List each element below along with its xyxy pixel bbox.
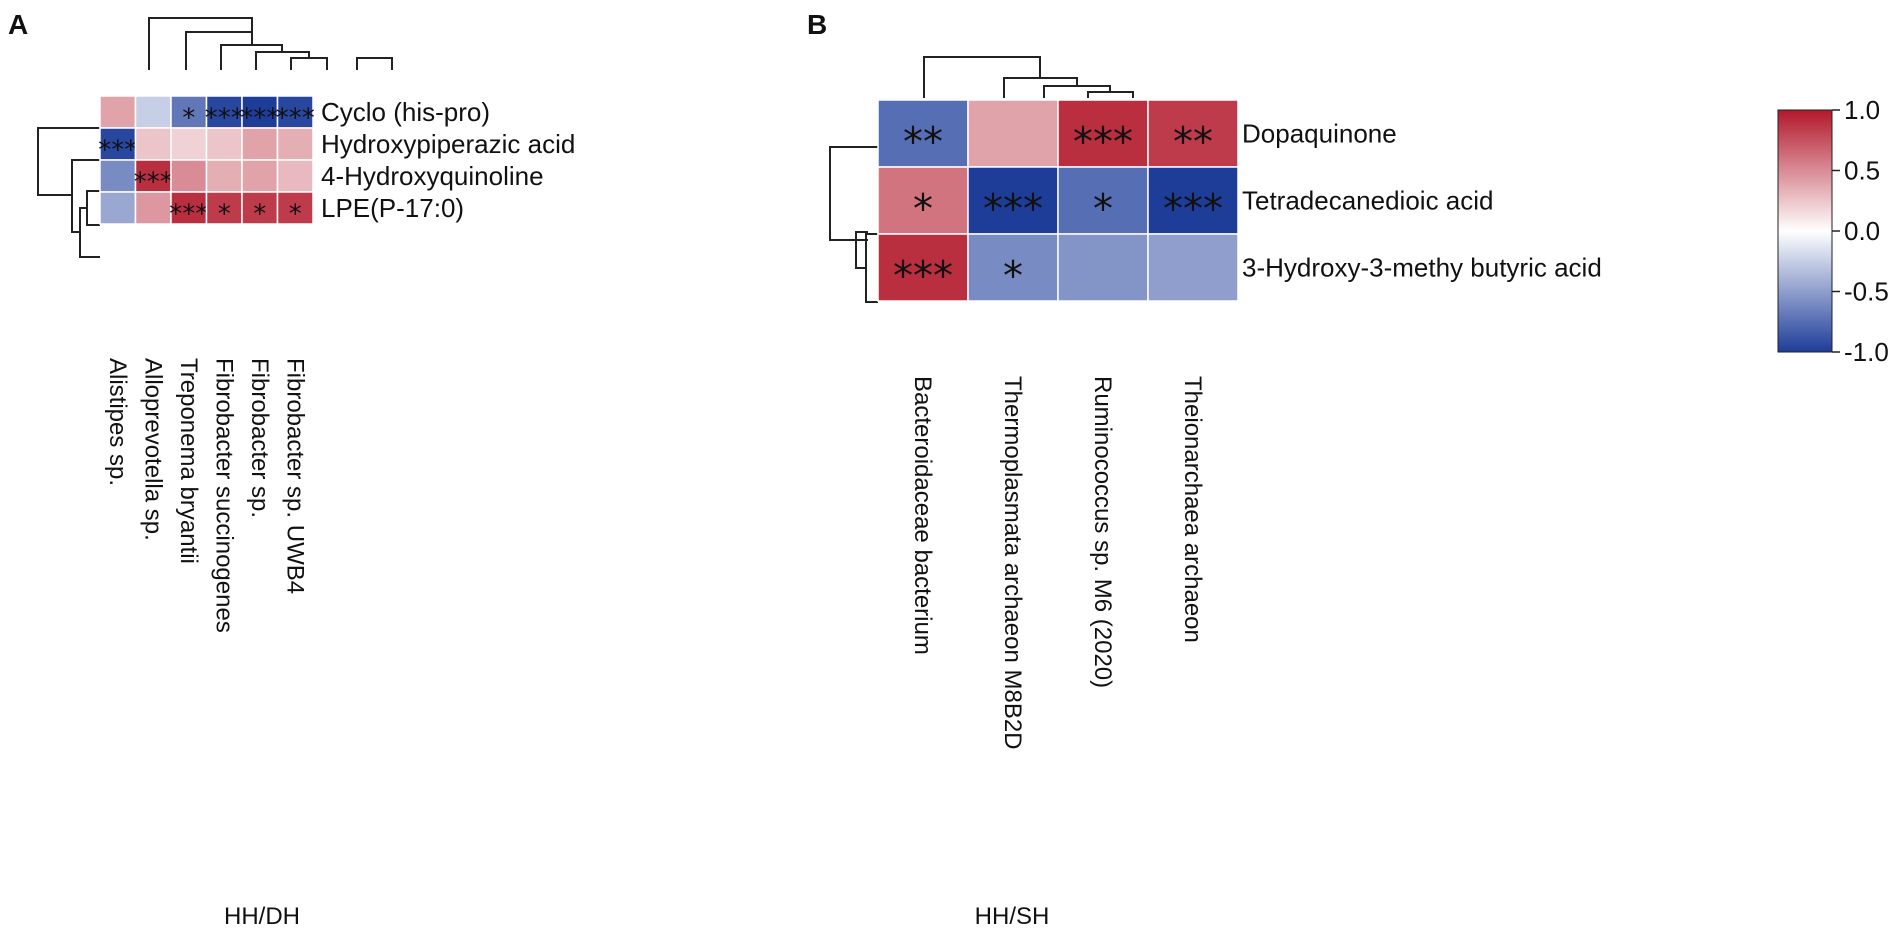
colorbar: 1.0 0.5 0.0 -0.5 -1.0: [1777, 95, 1889, 367]
row-label: LPE(P-17:0): [321, 193, 464, 223]
heatmap-cell: [877, 233, 969, 302]
caption-b: HH/SH: [975, 903, 1050, 930]
colorbar-ticks: 1.0 0.5 0.0 -0.5 -1.0: [1832, 95, 1889, 367]
column-label: Thermoplasmata archaeon M8B2D: [999, 376, 1026, 750]
column-dendrogram-b: [923, 56, 1134, 98]
panel-label-a: A: [8, 9, 28, 40]
caption-a: HH/DH: [224, 903, 300, 930]
heatmap-cell: [1057, 166, 1149, 235]
column-label: Fibrobacter sp.: [246, 358, 273, 518]
colorbar-gradient: [1777, 109, 1833, 353]
heatmap-cell: [1147, 166, 1239, 235]
significance-mark: ***: [169, 199, 208, 229]
significance-mark: **: [1173, 120, 1213, 166]
heatmap-cell: [205, 159, 243, 193]
colorbar-tick-label: -0.5: [1844, 277, 1889, 307]
significance-mark: *: [1093, 187, 1113, 233]
heatmap-cell: [276, 191, 314, 225]
heatmap-panel-a: A ********************** Cyclo (his-pro)…: [8, 9, 575, 930]
heatmap-cell: [134, 191, 172, 225]
colorbar-tick-label: -1.0: [1844, 337, 1889, 367]
row-labels-a: Cyclo (his-pro)Hydroxypiperazic acid4-Hy…: [321, 97, 575, 223]
heatmap-cell: [1057, 233, 1149, 302]
column-label: Fibrobacter succinogenes: [210, 358, 237, 633]
column-label: Treponema bryantii: [175, 358, 202, 564]
column-label: Theionarchaea archaeon: [1179, 376, 1206, 643]
row-label: Hydroxypiperazic acid: [321, 129, 575, 159]
significance-mark: *: [1003, 254, 1023, 300]
column-labels-a: Alistipes sp. Alloprevotella sp. Treponema…: [104, 358, 309, 633]
colorbar-tick-label: 1.0: [1844, 95, 1880, 125]
heatmap-panel-b: B ******************* DopaquinoneTetrade…: [807, 9, 1602, 930]
significance-mark: *: [182, 103, 195, 133]
colorbar-tick-label: 0.5: [1844, 156, 1880, 186]
heatmap-cell: [99, 95, 137, 129]
significance-mark: *: [218, 199, 231, 229]
column-dendrogram-a: [148, 17, 393, 70]
heatmap-cell: [99, 127, 137, 161]
column-label: Fibrobacter sp. UWB4: [281, 358, 308, 594]
row-label: 4-Hydroxyquinoline: [321, 161, 544, 191]
heatmap-cell: [241, 127, 279, 161]
heatmap-cell: [1057, 99, 1149, 168]
colorbar-tick-label: 0.0: [1844, 216, 1880, 246]
column-label: Ruminococcus sp. M6 (2020): [1089, 376, 1116, 688]
row-label: 3-Hydroxy-3-methy butyric acid: [1242, 253, 1602, 283]
row-dendrogram-a: [37, 127, 100, 258]
column-label: Alistipes sp.: [104, 358, 131, 486]
significance-mark: **: [903, 120, 943, 166]
heatmap-cell: [134, 127, 172, 161]
heatmap-cell: [99, 159, 137, 193]
heatmap-cell: [170, 127, 208, 161]
heatmap-cell: [1147, 99, 1239, 168]
heatmap-cell: [170, 159, 208, 193]
row-label: Dopaquinone: [1242, 119, 1397, 149]
heatmap-cell: [276, 127, 314, 161]
significance-mark: ***: [983, 187, 1043, 233]
significance-mark: ***: [1163, 187, 1223, 233]
column-labels-b: Bacteroidaceae bacterium Thermoplasmata a…: [909, 376, 1206, 750]
row-label: Tetradecanedioic acid: [1242, 186, 1494, 216]
heatmap-cell: [967, 99, 1059, 168]
heatmap-cell: [205, 127, 243, 161]
heatmap-cells-a: **********************: [98, 95, 315, 229]
significance-mark: ***: [1073, 120, 1133, 166]
panel-label-b: B: [807, 9, 827, 40]
heatmap-cell: [1147, 233, 1239, 302]
significance-mark: *: [289, 199, 302, 229]
heatmap-cell: [134, 95, 172, 129]
row-dendrogram-b: [829, 146, 878, 303]
row-label: Cyclo (his-pro): [321, 97, 490, 127]
heatmap-cells-b: *******************: [877, 99, 1239, 302]
heatmap-cell: [99, 191, 137, 225]
heatmap-cell: [967, 166, 1059, 235]
column-label: Alloprevotella sp.: [139, 358, 166, 541]
heatmap-cell: [276, 159, 314, 193]
significance-mark: *: [253, 199, 266, 229]
significance-mark: ***: [893, 254, 953, 300]
column-label: Bacteroidaceae bacterium: [909, 376, 936, 655]
heatmap-cell: [877, 166, 969, 235]
significance-mark: *: [913, 187, 933, 233]
heatmap-cell: [241, 191, 279, 225]
heatmap-cell: [170, 191, 208, 225]
heatmap-cell: [241, 159, 279, 193]
